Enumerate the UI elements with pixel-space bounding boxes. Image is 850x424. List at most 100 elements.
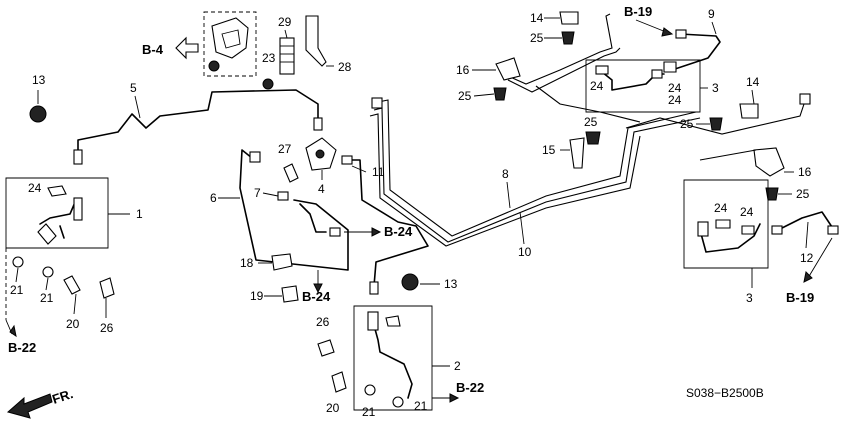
- clip-24: [47, 185, 67, 197]
- brake-pipe-9: [671, 33, 721, 71]
- callout-14-top: 14: [530, 11, 544, 25]
- brake-pipe-10: [373, 107, 701, 243]
- bolt-27: [283, 163, 299, 183]
- pipe-clip-block: [279, 37, 295, 75]
- callout-15: 15: [542, 143, 556, 157]
- callout-20-bottom: 20: [326, 401, 340, 415]
- callout-3-top: 3: [712, 81, 719, 95]
- ref-b4[interactable]: B-4: [142, 42, 164, 57]
- callout-13-mid: 13: [444, 277, 458, 291]
- callout-1: 1: [136, 207, 143, 221]
- hose-assembly-box-3-bottom: [683, 179, 769, 269]
- washer-21c: [364, 384, 376, 396]
- callout-29: 29: [278, 15, 292, 29]
- hose-assembly-box-3-top: [585, 59, 701, 113]
- washer-21b: [42, 266, 54, 278]
- hose-assembly-box-2: [353, 305, 433, 411]
- callout-24-f: 24: [740, 205, 754, 219]
- callout-28: 28: [338, 60, 352, 74]
- callout-20-left: 20: [66, 317, 80, 331]
- callout-23: 23: [262, 51, 276, 65]
- callout-7: 7: [254, 186, 261, 200]
- ref-b19-top[interactable]: B-19: [624, 4, 652, 19]
- brake-pipe-11: [345, 159, 429, 287]
- callout-14-right: 14: [746, 75, 760, 89]
- washer-21: [12, 256, 24, 268]
- hose-assembly-box-1: [5, 177, 109, 249]
- bolt-20: [63, 275, 81, 295]
- bolt-25-c: [709, 117, 723, 131]
- bracket-detail-box: [203, 11, 257, 77]
- bracket-16-right: [753, 147, 785, 177]
- ref-b22-bottom[interactable]: B-22: [456, 380, 484, 395]
- callout-16-top: 16: [456, 63, 470, 77]
- callout-8: 8: [502, 167, 509, 181]
- brake-pipe-12: [777, 211, 835, 231]
- diagram-code: S038−B2500B: [686, 386, 764, 400]
- grommet-13: [29, 105, 47, 123]
- callout-11: 11: [372, 165, 385, 179]
- callout-18: 18: [240, 256, 254, 270]
- callout-27: 27: [278, 142, 292, 156]
- callout-13-left: 13: [32, 73, 46, 87]
- ref-b24-low[interactable]: B-24: [302, 289, 331, 304]
- callout-24-b: 24: [590, 79, 604, 93]
- washer-21d: [392, 396, 404, 408]
- clamp-14-right: [739, 103, 759, 119]
- bolt-25-d: [585, 131, 601, 145]
- callout-2: 2: [454, 359, 461, 373]
- clamp-14: [559, 11, 579, 25]
- ref-b22-left[interactable]: B-22: [8, 340, 36, 355]
- bolt-25-a: [561, 31, 575, 45]
- callout-5: 5: [130, 81, 137, 95]
- callout-21-d: 21: [414, 399, 428, 413]
- callout-24-c: 24: [668, 81, 682, 95]
- ref-b24-mid[interactable]: B-24: [384, 224, 413, 239]
- nut-23: [262, 78, 274, 90]
- brake-hose-3-bottom: [699, 223, 761, 253]
- brake-pipe-5: [77, 89, 319, 161]
- callout-24-left: 24: [28, 181, 42, 195]
- callout-25-c: 25: [680, 117, 694, 131]
- callout-3-bottom: 3: [746, 291, 753, 305]
- brake-pipe-8: [377, 99, 697, 237]
- bleed-screw-26-bottom: [317, 339, 335, 357]
- bolt-25-e: [765, 187, 779, 201]
- callout-21-a: 21: [10, 283, 24, 297]
- callout-25-b: 25: [458, 89, 472, 103]
- arrow-left-icon: [175, 36, 199, 60]
- callout-25-d: 25: [584, 115, 598, 129]
- callout-26-left: 26: [100, 321, 114, 335]
- master-cylinder-bracket: [211, 17, 249, 59]
- callout-26-bottom: 26: [316, 315, 330, 329]
- brake-hose-2: [371, 317, 413, 399]
- callout-16-right: 16: [798, 165, 812, 179]
- clip-19: [281, 285, 299, 303]
- callout-12: 12: [800, 251, 814, 265]
- callout-24-d: 24: [668, 93, 682, 107]
- bracket-15: [569, 137, 585, 169]
- brake-pipe-6: [239, 149, 349, 271]
- bleed-screw-26: [99, 277, 115, 299]
- brake-pipe-upper: [507, 13, 613, 85]
- grommet-13-mid: [401, 273, 419, 291]
- brake-hose-1: [39, 199, 77, 239]
- pipe-bracket-28: [305, 15, 327, 67]
- callout-6: 6: [210, 191, 217, 205]
- front-label: FR.: [50, 386, 75, 407]
- callout-21-c: 21: [362, 405, 376, 419]
- callout-24-e: 24: [714, 201, 728, 215]
- bracket-16: [495, 57, 521, 81]
- callout-10: 10: [518, 245, 532, 259]
- clip-18: [271, 253, 293, 271]
- bolt-20-bottom: [331, 371, 347, 393]
- callout-9: 9: [708, 7, 715, 21]
- front-arrow-icon: [6, 393, 53, 419]
- callout-25-a: 25: [530, 31, 544, 45]
- callout-4: 4: [318, 182, 325, 196]
- callout-19: 19: [250, 289, 264, 303]
- callout-25-e: 25: [796, 187, 810, 201]
- ref-b19-right[interactable]: B-19: [786, 290, 814, 305]
